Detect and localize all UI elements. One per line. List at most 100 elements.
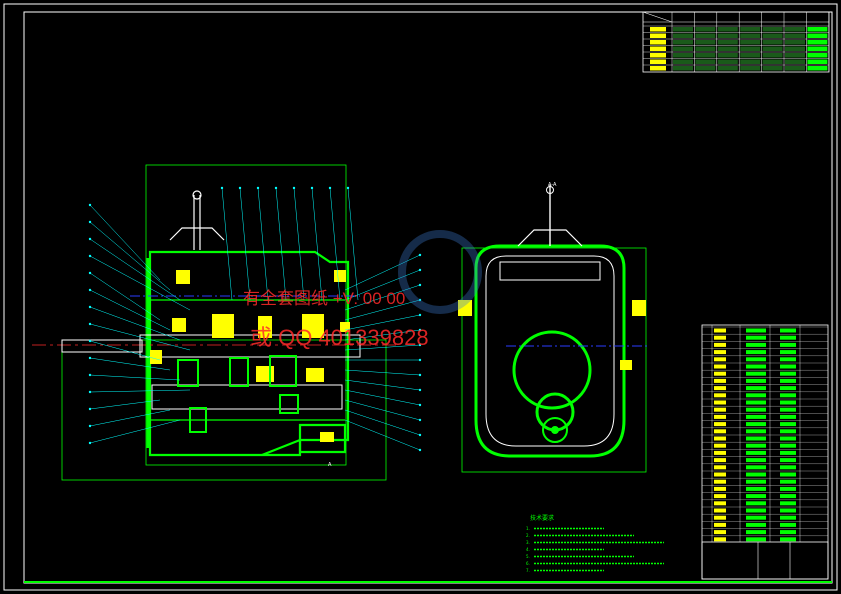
parts-cell-fill	[746, 350, 766, 355]
leader-line	[89, 255, 191, 311]
leader-line	[293, 187, 305, 301]
parts-cell-fill	[714, 357, 726, 362]
parts-cell-fill	[714, 422, 726, 427]
parts-cell-fill	[714, 522, 726, 527]
table-label-fill	[650, 27, 666, 32]
shift-tower-main	[169, 190, 225, 250]
leader-dot	[418, 253, 422, 257]
parts-cell-fill	[714, 378, 726, 383]
leader-dot	[88, 322, 92, 326]
table-cell-fill	[740, 40, 761, 45]
leader-line	[344, 314, 421, 331]
parts-cell-fill	[714, 494, 726, 499]
leader-lines	[88, 186, 422, 452]
input-shaft	[32, 295, 400, 410]
parts-cell-fill	[714, 371, 726, 376]
leader-dot	[220, 186, 224, 190]
parts-cell-fill	[746, 422, 766, 427]
parts-cell-fill	[780, 537, 796, 542]
leader-line	[89, 399, 161, 410]
parts-cell-fill	[746, 378, 766, 383]
table-cell-fill	[695, 27, 716, 32]
leader-dot	[88, 339, 92, 343]
table-cell-fill	[807, 33, 828, 38]
gear-outline	[279, 394, 299, 414]
table-label-fill	[650, 40, 666, 45]
leader-line	[239, 187, 251, 301]
leader-dot	[88, 254, 92, 258]
leader-dot	[418, 313, 422, 317]
parts-cell-fill	[780, 371, 796, 376]
gear-block	[306, 368, 324, 382]
leader-dot	[88, 407, 92, 411]
parts-cell-fill	[780, 501, 796, 506]
section-label: A-A	[548, 182, 557, 188]
leader-line	[89, 340, 161, 361]
parts-cell-fill	[714, 508, 726, 513]
gear-block	[212, 314, 234, 338]
parts-cell-fill	[780, 407, 796, 412]
leader-line	[89, 289, 171, 331]
parts-cell-fill	[746, 501, 766, 506]
gear-ratio-table	[642, 11, 830, 73]
parts-cell-fill	[780, 479, 796, 484]
leader-line	[344, 299, 421, 321]
leader-line	[221, 187, 233, 301]
parts-cell-fill	[746, 508, 766, 513]
gear-block	[176, 270, 190, 284]
leader-dot	[418, 268, 422, 272]
table-cell-fill	[695, 59, 716, 64]
leader-line	[89, 357, 171, 371]
parts-cell-fill	[780, 364, 796, 369]
parts-cell-fill	[780, 530, 796, 535]
leader-line	[311, 187, 323, 301]
parts-cell-fill	[714, 465, 726, 470]
parts-cell-fill	[780, 386, 796, 391]
technical-requirements: 技术要求 1.2.3.4.5.6.7.	[526, 514, 664, 573]
parts-cell-fill	[746, 465, 766, 470]
table-cell-fill	[807, 27, 828, 32]
leader-line	[344, 389, 421, 406]
table-cell-fill	[785, 27, 805, 32]
parts-cell-fill	[780, 494, 796, 499]
table-cell-fill	[717, 33, 738, 38]
tech-req-line: 1.	[526, 526, 530, 531]
leader-line	[344, 399, 421, 421]
table-cell-fill	[673, 46, 693, 51]
leader-line	[89, 272, 161, 321]
gear-block	[334, 270, 346, 282]
leader-line	[344, 409, 421, 436]
parts-cell-fill	[780, 458, 796, 463]
leader-line	[257, 187, 269, 301]
table-cell-fill	[740, 53, 761, 58]
table-cell-fill	[717, 53, 738, 58]
watermark-line-1: 有全套图纸 +V: 00 00	[243, 289, 406, 308]
parts-cell-fill	[780, 335, 796, 340]
gear-outline	[177, 359, 199, 387]
gearbox-housing-main	[146, 250, 350, 457]
table-label-fill	[650, 53, 666, 58]
leader-dot	[418, 448, 422, 452]
leader-dot	[418, 343, 422, 347]
table-cell-fill	[695, 66, 716, 71]
leader-line	[89, 204, 161, 281]
parts-cell-fill	[714, 342, 726, 347]
leader-line	[89, 306, 181, 341]
parts-cell-fill	[746, 472, 766, 477]
table-cell-fill	[673, 27, 693, 32]
parts-cell-fill	[780, 414, 796, 419]
leader-dot	[88, 373, 92, 377]
table-label-fill	[650, 59, 666, 64]
tech-req-line: 2.	[526, 533, 530, 538]
leader-dot	[88, 203, 92, 207]
parts-cell-fill	[714, 436, 726, 441]
leader-dot	[292, 186, 296, 190]
parts-cell-fill	[780, 465, 796, 470]
parts-cell-fill	[780, 515, 796, 520]
leader-dot	[310, 186, 314, 190]
parts-cell-fill	[714, 443, 726, 448]
parts-cell-fill	[746, 414, 766, 419]
table-cell-fill	[807, 66, 828, 71]
leader-dot	[418, 418, 422, 422]
leader-dot	[88, 356, 92, 360]
